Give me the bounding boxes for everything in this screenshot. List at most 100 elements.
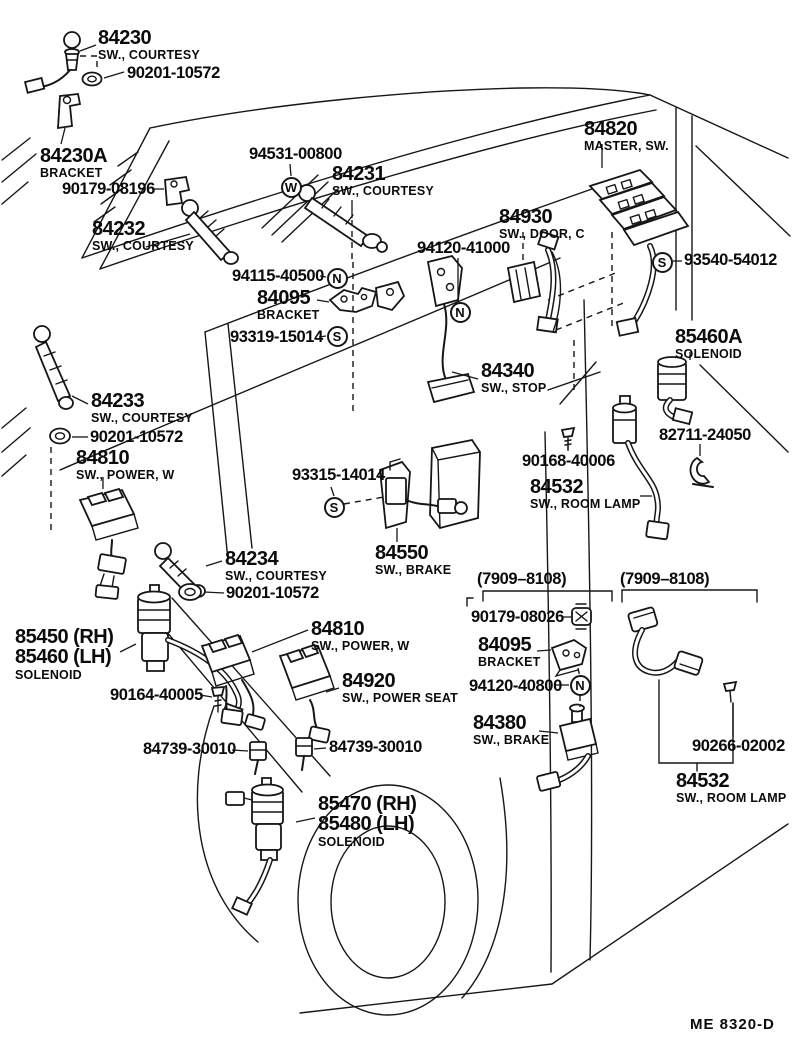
- part-label-line: 84739-30010: [143, 740, 236, 758]
- part-label-90179-08196: 90179-08196: [62, 181, 155, 198]
- part-label-line: SW., POWER SEAT: [342, 691, 458, 706]
- part-label-line: 84810: [76, 447, 130, 469]
- fastener-symbol-s-icon: S: [651, 251, 673, 273]
- part-label-line: 84920: [342, 670, 396, 692]
- part-label-line: SW., DOOR, C: [499, 227, 585, 242]
- part-label-line: SW., COURTESY: [92, 239, 194, 254]
- part-label-90201-10572-a: 90201-10572: [127, 65, 220, 82]
- part-label-84739-30010-r: 84739-30010: [329, 739, 422, 756]
- stop-pedal-art: [428, 256, 474, 402]
- part-label-line: SW., ROOM LAMP: [676, 791, 787, 806]
- part-label-line: SW., COURTESY: [98, 48, 200, 63]
- part-label-line: 84739-30010: [329, 738, 422, 756]
- part-label-line: 90201-10572: [90, 428, 183, 446]
- part-label-line: 90179-08026: [471, 608, 564, 626]
- screw-90266-art: [724, 682, 736, 702]
- part-label-line: 85470 (RH): [318, 793, 417, 815]
- room-lamp-harness-84532-lower-art: [628, 607, 703, 676]
- part-label-line: 90201-10572: [127, 64, 220, 82]
- part-label-line: 93540-54012: [684, 251, 777, 269]
- part-label-line: 94120-40800: [469, 677, 562, 695]
- part-label-line: 84234: [225, 548, 279, 570]
- grommet-90201-a-art: [83, 73, 102, 86]
- part-label-line: (7909–8108): [477, 570, 567, 588]
- bracket-84095-upper-art: [330, 282, 404, 312]
- connector-84739-right-art: [296, 738, 312, 770]
- part-label-84739-30010-l: 84739-30010: [143, 741, 236, 758]
- part-label-line: SW., COURTESY: [225, 569, 327, 584]
- part-label-line: 84810: [311, 618, 365, 640]
- part-label-line: 90266-02002: [692, 737, 785, 755]
- part-label-line: 93319-15014: [230, 328, 323, 346]
- grommet-90201-b-art: [50, 429, 70, 444]
- part-label-line: SW., BRAKE: [473, 733, 550, 748]
- fastener-symbol-n-icon: N: [326, 267, 348, 289]
- grommet-90201-c-art: [179, 584, 201, 600]
- part-label-line: BRACKET: [478, 655, 541, 670]
- fastener-symbol-s-icon: S: [326, 325, 348, 347]
- part-label-line: 90201-10572: [226, 584, 319, 602]
- part-label-93319-15014: 93319-15014: [230, 329, 323, 346]
- clamp-82711-art: [690, 458, 713, 487]
- part-label-line: MASTER, SW.: [584, 139, 669, 154]
- part-label-line: 90168-40006: [522, 452, 615, 470]
- part-label-line: 85480 (LH): [318, 813, 415, 836]
- part-label-line: 84532: [676, 770, 730, 792]
- part-label-line: 93315-14014: [292, 466, 385, 484]
- part-label-94120-41000: 94120-41000: [417, 240, 510, 257]
- bracket-84230A-art: [58, 94, 80, 128]
- grommet-90179-08026-art: [572, 604, 591, 629]
- part-label-line: SW., BRAKE: [375, 563, 452, 578]
- part-label-line: BRACKET: [257, 308, 320, 323]
- connector-84739-left-art: [250, 742, 266, 774]
- part-label-line: SW., COURTESY: [91, 411, 193, 426]
- part-label-85450-85460: 85450 (RH)85460 (LH)SOLENOID: [15, 626, 114, 682]
- part-label-93315-14014: 93315-14014: [292, 467, 385, 484]
- part-label-line: 85450 (RH): [15, 626, 114, 648]
- part-label-period-right: (7909–8108): [620, 570, 710, 588]
- part-label-line: SW., POWER, W: [311, 639, 410, 654]
- part-label-90164-40005: 90164-40005: [110, 687, 203, 704]
- door-switch-84930-art: [508, 232, 560, 333]
- part-label-line: SW., STOP: [481, 381, 547, 396]
- part-label-82711-24050: 82711-24050: [659, 427, 751, 444]
- courtesy-switch-84233-art: [34, 326, 73, 409]
- part-label-line: 84095: [257, 287, 311, 309]
- part-label-line: SOLENOID: [318, 834, 385, 849]
- power-window-switch-84810-upper-art: [80, 489, 138, 599]
- fastener-symbol-s-icon: S: [323, 496, 345, 518]
- part-label-line: 94115-40500: [232, 267, 324, 285]
- part-label-line: 85460A: [675, 326, 743, 348]
- part-label-line: 84232: [92, 218, 146, 240]
- master-switch-84820-art: [590, 170, 688, 336]
- part-label-90201-10572-c: 90201-10572: [226, 585, 319, 602]
- relay-switch-84550-art: [380, 459, 467, 528]
- part-label-90168-40006: 90168-40006: [522, 453, 615, 470]
- part-label-line: (7909–8108): [620, 570, 710, 588]
- part-label-line: 84230: [98, 27, 152, 49]
- part-label-line: SOLENOID: [675, 347, 742, 362]
- part-label-line: SW., POWER, W: [76, 468, 175, 483]
- room-lamp-switch-84532-upper-art: [613, 396, 669, 539]
- part-label-line: 84820: [584, 118, 638, 140]
- courtesy-switch-84230-art: [25, 32, 80, 93]
- part-label-line: 94531-00800: [249, 145, 342, 163]
- part-label-line: 84930: [499, 206, 553, 228]
- part-label-line: 84233: [91, 390, 145, 412]
- part-label-line: 85460 (LH): [15, 646, 112, 669]
